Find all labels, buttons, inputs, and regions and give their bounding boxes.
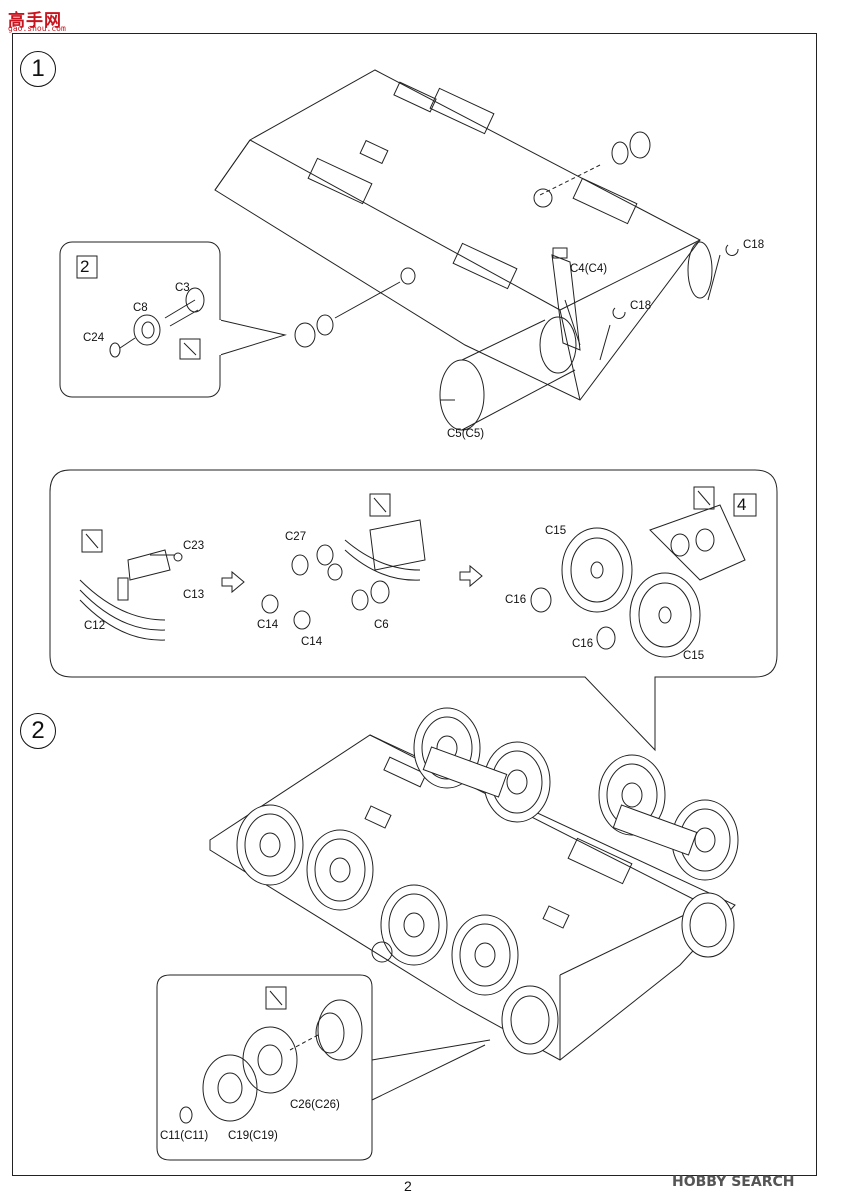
label-c11: C11(C11) xyxy=(160,1130,209,1142)
label-c16-right: C16 xyxy=(572,638,594,650)
label-c27: C27 xyxy=(285,531,307,543)
label-c18-right: C18 xyxy=(743,239,765,251)
label-c15-bottom: C15 xyxy=(683,650,705,662)
label-c18-middle: C18 xyxy=(630,300,652,312)
site-logo-url: gao.shou.com xyxy=(8,24,66,33)
hull-step2-drawing xyxy=(209,707,739,1061)
label-c19: C19(C19) xyxy=(228,1130,278,1142)
hull-step1-drawing xyxy=(214,69,739,431)
label-c4: C4(C4) xyxy=(570,263,608,275)
watermark: HOBBY SEARCH xyxy=(672,1174,795,1190)
step-2-badge: 2 xyxy=(20,713,56,749)
label-c14-left: C14 xyxy=(257,619,279,631)
subassembly-c3-drawing xyxy=(59,241,287,398)
label-c3: C3 xyxy=(175,282,190,294)
label-c5: C5(C5) xyxy=(447,428,485,440)
callout-suspension-drawing xyxy=(49,469,778,752)
subassembly-sprocket-drawing xyxy=(156,974,491,1161)
label-c23: C23 xyxy=(183,540,205,552)
label-c26: C26(C26) xyxy=(290,1099,340,1111)
page-number: 2 xyxy=(404,1178,412,1194)
label-c14-right: C14 xyxy=(301,636,323,648)
page-frame xyxy=(12,33,817,1176)
site-logo: 高手网 xyxy=(8,11,62,31)
label-c13: C13 xyxy=(183,589,205,601)
label-c15-top: C15 xyxy=(545,525,567,537)
label-c12: C12 xyxy=(84,620,106,632)
label-c16-left: C16 xyxy=(505,594,527,606)
step-1-badge: 1 xyxy=(20,51,56,87)
label-c6: C6 xyxy=(374,619,389,631)
substep-4-number: 4 xyxy=(737,495,747,514)
label-c8: C8 xyxy=(133,302,148,314)
substep-2-number: 2 xyxy=(80,257,90,276)
label-c24: C24 xyxy=(83,332,105,344)
